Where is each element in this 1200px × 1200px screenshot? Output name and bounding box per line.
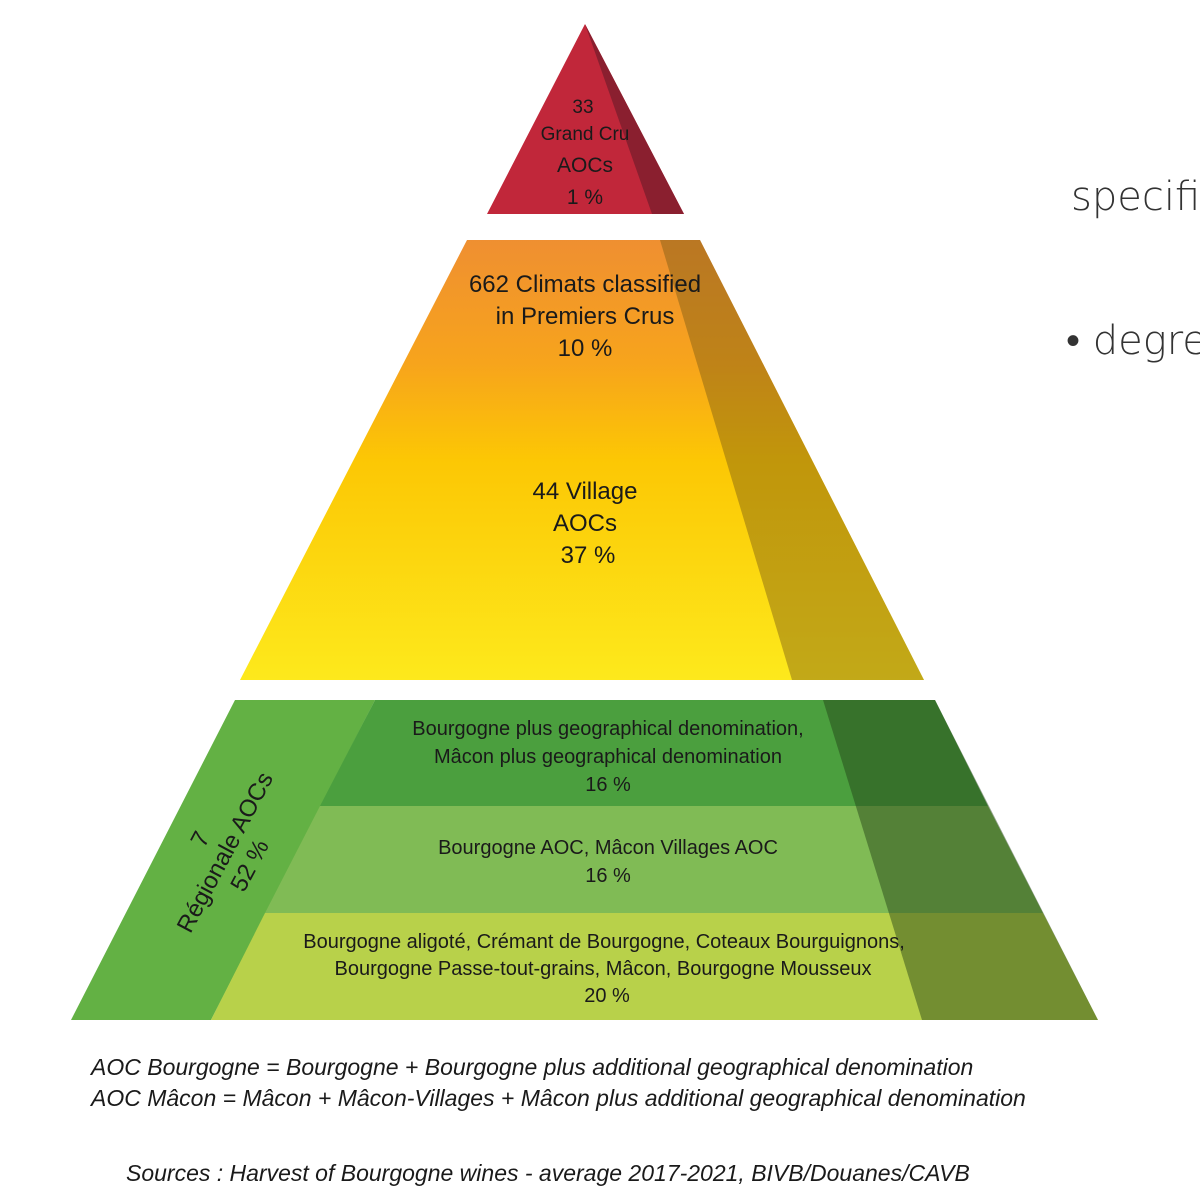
regional-tier1-face	[320, 700, 988, 806]
note-aoc-bourgogne: AOC Bourgogne = Bourgogne + Bourgogne pl…	[91, 1054, 974, 1080]
premier-cru-line2: in Premiers Crus	[496, 303, 675, 330]
regional-tier3-line1: Bourgogne aligoté, Crémant de Bourgogne,…	[303, 931, 905, 953]
regional-tier3-face	[211, 913, 1098, 1020]
regional-tier2-share: 16 %	[585, 865, 631, 887]
tier-premier-village: 662 Climats classified in Premiers Crus …	[240, 240, 924, 680]
regional-tier2-line1: Bourgogne AOC, Mâcon Villages AOC	[438, 837, 778, 859]
regional-tier1-share: 16 %	[585, 774, 631, 796]
premier-village-face	[240, 240, 924, 680]
side-text-line1: specifi	[1071, 174, 1200, 220]
regional-tier1-line1: Bourgogne plus geographical denomination…	[412, 718, 803, 740]
regional-left-band	[71, 700, 375, 1020]
village-line1: 44 Village	[533, 478, 638, 505]
grand-cru-count: 33	[572, 97, 593, 118]
sources-credit: Sources : Harvest of Bourgogne wines - a…	[126, 1160, 970, 1186]
grand-cru-shade	[585, 24, 684, 214]
premier-village-shade	[660, 240, 924, 680]
premier-cru-line1: 662 Climats classified	[469, 271, 701, 298]
note-aoc-macon: AOC Mâcon = Mâcon + Mâcon-Villages + Mâc…	[91, 1085, 1026, 1111]
grand-cru-aocs: AOCs	[557, 154, 613, 177]
tier-regional: 7 Régionale AOCs 52 % Bourgogne plus geo…	[71, 700, 1098, 1020]
regional-tier3-share: 20 %	[584, 985, 630, 1007]
regional-tier3-line2: Bourgogne Passe-tout-grains, Mâcon, Bour…	[335, 958, 872, 980]
grand-cru-share: 1 %	[567, 186, 603, 209]
village-share: 37 %	[561, 542, 616, 569]
tier-grand-cru: 33 Grand Cru AOCs 1 %	[487, 24, 684, 214]
grand-cru-name: Grand Cru	[541, 124, 630, 145]
regional-tier2-face	[265, 806, 1043, 913]
premier-cru-share: 10 %	[558, 335, 613, 362]
grand-cru-face	[487, 24, 684, 214]
regional-shade	[823, 700, 1098, 1020]
village-line2: AOCs	[553, 510, 617, 537]
side-text-line2: • degre	[1066, 318, 1200, 364]
regional-tier1-line2: Mâcon plus geographical denomination	[434, 746, 782, 768]
